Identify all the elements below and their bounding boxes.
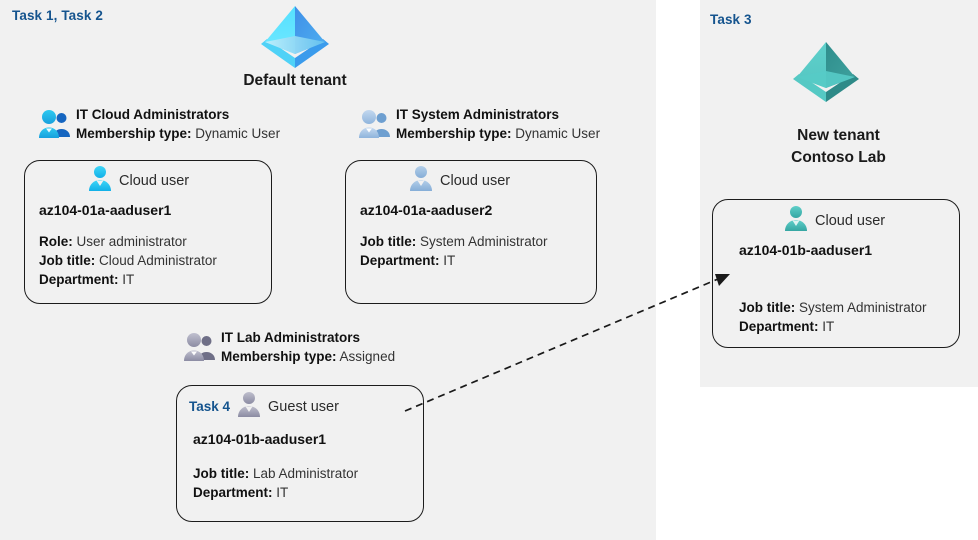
property-job-title: Job title: Lab Administrator (193, 464, 423, 483)
tenant-name-default-line1: Default tenant (243, 72, 347, 89)
group-it-system-administrators: IT System Administrators Membership type… (358, 105, 600, 144)
group-membership-label: Membership type: (76, 126, 192, 141)
property-value: Lab Administrator (253, 466, 359, 481)
group-it-lab-administrators: IT Lab Administrators Membership type: A… (183, 328, 395, 367)
user-properties: Job title: System Administrator Departme… (739, 298, 959, 336)
property-value: IT (443, 253, 456, 268)
user-type-label: Cloud user (815, 212, 886, 229)
property-label: Job title: (39, 253, 96, 268)
user-principal-name: az104-01b-aaduser1 (739, 242, 873, 258)
property-label: Job title: (360, 234, 417, 249)
cloud-user-icon (87, 165, 113, 196)
guest-user-icon (236, 391, 262, 422)
property-job-title: Job title: System Administrator (739, 298, 959, 317)
user-type-label: Cloud user (119, 172, 190, 189)
property-value: System Administrator (799, 300, 927, 315)
azure-tenant-diamond-icon (257, 2, 333, 68)
property-job-title: Job title: System Administrator (360, 232, 596, 251)
group-membership-type: Membership type: Dynamic User (76, 124, 280, 144)
user-card-guest-az104-01b-aaduser1[interactable]: Task 4 Guest user az104-01b-aaduser1 Job… (176, 385, 424, 522)
default-tenant-panel (0, 0, 656, 540)
task-label-left: Task 1, Task 2 (12, 8, 103, 23)
user-properties: Role: User administrator Job title: Clou… (39, 232, 271, 289)
card-header: Cloud user (346, 161, 596, 196)
task-label-inline: Task 4 (189, 399, 231, 414)
group-name: IT Cloud Administrators (76, 107, 230, 122)
property-label: Role: (39, 234, 73, 249)
user-card-az104-01a-aaduser1[interactable]: Cloud user az104-01a-aaduser1 Role: User… (24, 160, 272, 304)
group-membership-value: Assigned (339, 349, 396, 364)
group-users-icon (38, 109, 72, 144)
group-membership-value: Dynamic User (195, 126, 281, 141)
property-value: IT (276, 485, 289, 500)
card-header: Task 4 Guest user (177, 386, 423, 422)
user-properties: Job title: System Administrator Departme… (360, 232, 596, 270)
property-value: User administrator (76, 234, 187, 249)
property-value: Cloud Administrator (99, 253, 217, 268)
group-users-icon (358, 109, 392, 144)
property-label: Department: (193, 485, 273, 500)
property-value: System Administrator (420, 234, 548, 249)
group-membership-label: Membership type: (396, 126, 512, 141)
card-header: Cloud user (713, 200, 959, 236)
group-membership-type: Membership type: Assigned (221, 347, 395, 367)
property-value: IT (822, 319, 835, 334)
property-label: Job title: (193, 466, 250, 481)
group-membership-type: Membership type: Dynamic User (396, 124, 600, 144)
group-name: IT System Administrators (396, 107, 560, 122)
group-name: IT Lab Administrators (221, 330, 361, 345)
user-card-az104-01a-aaduser2[interactable]: Cloud user az104-01a-aaduser2 Job title:… (345, 160, 597, 304)
user-type-label: Cloud user (440, 172, 511, 189)
property-role: Role: User administrator (39, 232, 271, 251)
property-job-title: Job title: Cloud Administrator (39, 251, 271, 270)
tenant-name-new: New tenant Contoso Lab (726, 125, 951, 169)
azure-tenant-diamond-icon (789, 38, 863, 104)
task-label-right: Task 3 (710, 12, 752, 27)
cloud-user-icon (408, 165, 434, 196)
user-properties: Job title: Lab Administrator Department:… (193, 464, 423, 502)
user-principal-name: az104-01b-aaduser1 (193, 431, 327, 447)
property-label: Job title: (739, 300, 796, 315)
tenant-name-new-line2: Contoso Lab (791, 149, 886, 166)
card-header: Cloud user (25, 161, 271, 196)
property-department: Department: IT (739, 317, 959, 336)
property-department: Department: IT (193, 483, 423, 502)
property-label: Department: (39, 272, 119, 287)
user-type-label: Guest user (268, 398, 339, 415)
group-membership-value: Dynamic User (515, 126, 601, 141)
group-membership-label: Membership type: (221, 349, 337, 364)
cloud-user-icon (783, 205, 809, 236)
tenant-name-default: Default tenant (195, 70, 395, 92)
tenant-name-new-line1: New tenant (797, 127, 880, 144)
group-it-cloud-administrators: IT Cloud Administrators Membership type:… (38, 105, 280, 144)
property-department: Department: IT (39, 270, 271, 289)
user-principal-name: az104-01a-aaduser1 (39, 202, 172, 218)
property-value: IT (122, 272, 135, 287)
property-department: Department: IT (360, 251, 596, 270)
user-card-az104-01b-aaduser1[interactable]: Cloud user az104-01b-aaduser1 Job title:… (712, 199, 960, 348)
property-label: Department: (360, 253, 440, 268)
group-users-icon (183, 332, 217, 367)
property-label: Department: (739, 319, 819, 334)
user-principal-name: az104-01a-aaduser2 (360, 202, 493, 218)
